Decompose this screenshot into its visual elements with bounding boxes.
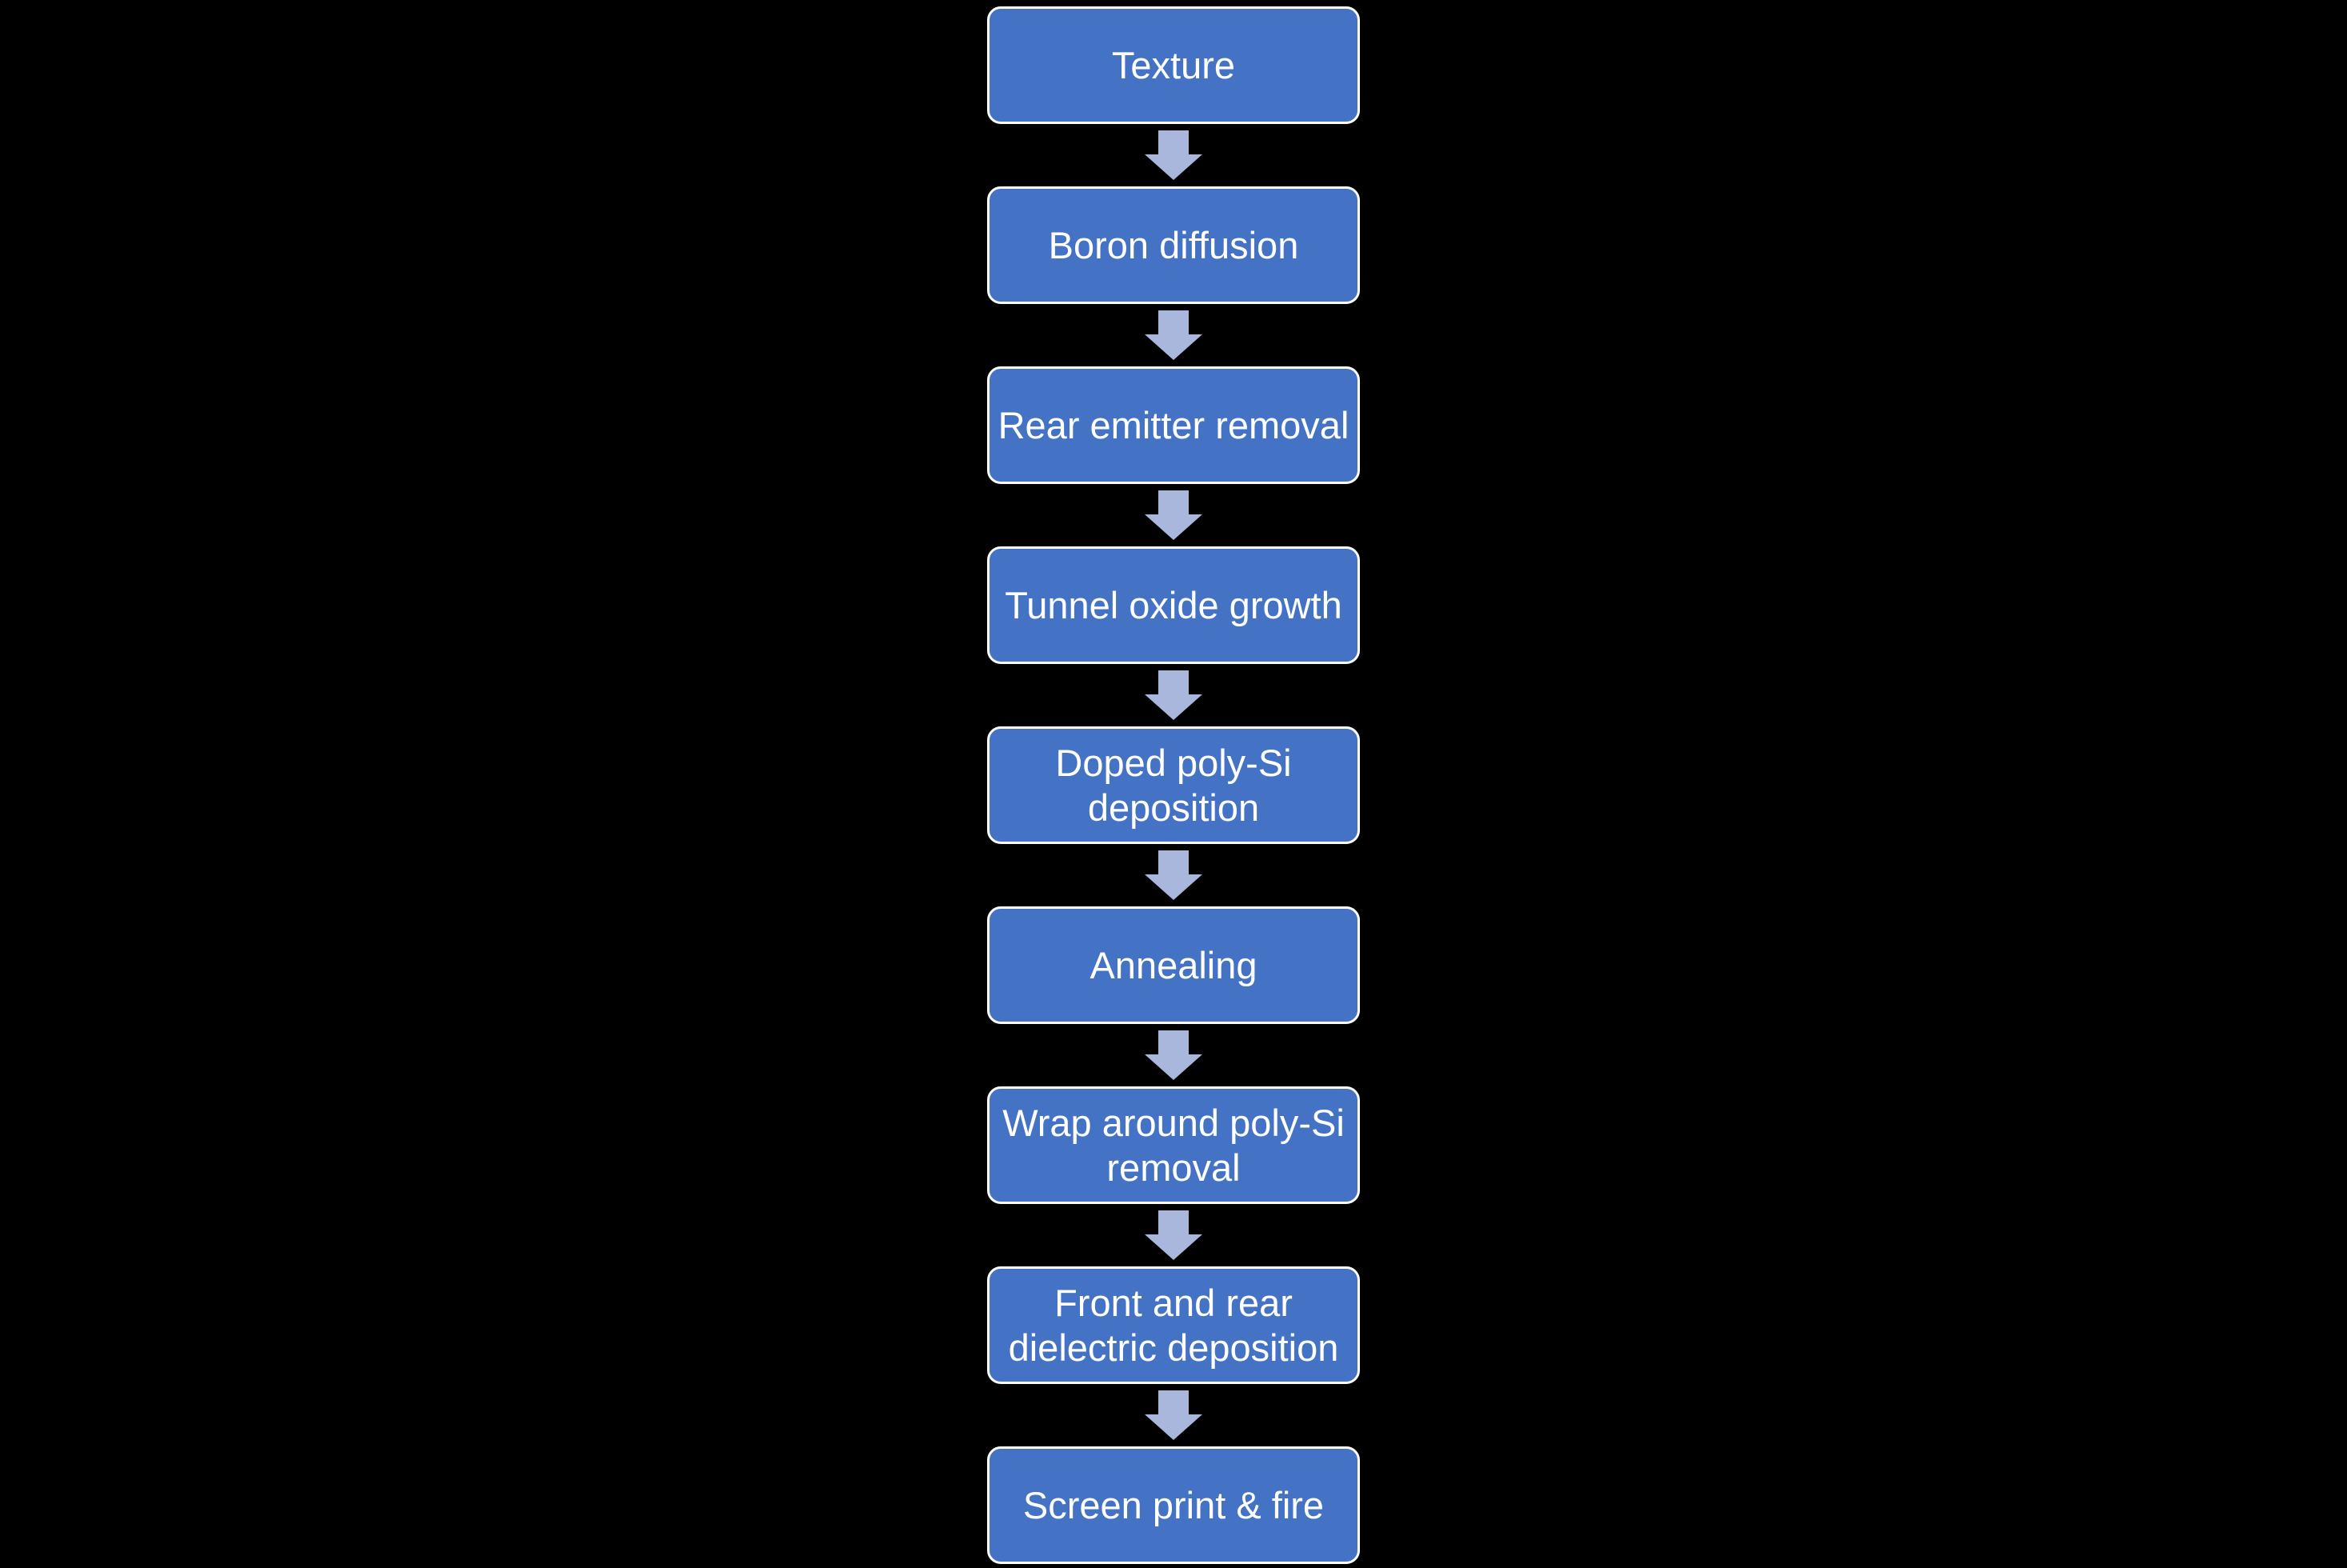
flow-step-label: Rear emitter removal <box>998 403 1349 446</box>
down-arrow-icon <box>1145 490 1202 540</box>
flow-connector <box>1145 1024 1202 1086</box>
flow-step-annealing: Annealing <box>987 906 1360 1024</box>
flow-connector <box>1145 664 1202 726</box>
down-arrow-icon <box>1145 670 1202 720</box>
flow-step-rear-emitter-removal: Rear emitter removal <box>987 366 1360 484</box>
flow-connector <box>1145 844 1202 906</box>
flow-step-label: Tunnel oxide growth <box>1005 583 1342 626</box>
flow-step-label: Doped poly-Si deposition <box>1055 742 1292 829</box>
flow-step-boron-diffusion: Boron diffusion <box>987 186 1360 304</box>
flow-step-wrap-around-poly-si-removal: Wrap around poly-Si removal <box>987 1086 1360 1204</box>
flow-connector <box>1145 124 1202 186</box>
process-flowchart: Texture Boron diffusion Rear emitter rem… <box>987 6 1360 1564</box>
flow-step-front-rear-dielectric-deposition: Front and rear dielectric deposition <box>987 1266 1360 1384</box>
down-arrow-icon <box>1145 130 1202 180</box>
flow-connector <box>1145 484 1202 546</box>
down-arrow-icon <box>1145 1030 1202 1080</box>
flow-step-tunnel-oxide-growth: Tunnel oxide growth <box>987 546 1360 664</box>
flow-step-doped-poly-si-deposition: Doped poly-Si deposition <box>987 726 1360 844</box>
flow-connector <box>1145 1384 1202 1446</box>
flow-step-texture: Texture <box>987 6 1360 124</box>
flow-connector <box>1145 1204 1202 1266</box>
flow-step-label: Boron diffusion <box>1048 223 1299 266</box>
down-arrow-icon <box>1145 850 1202 900</box>
down-arrow-icon <box>1145 1390 1202 1440</box>
flow-step-label: Front and rear dielectric deposition <box>1008 1282 1339 1369</box>
flow-connector <box>1145 304 1202 366</box>
down-arrow-icon <box>1145 310 1202 360</box>
flow-step-label: Texture <box>1111 43 1236 86</box>
flow-step-label: Annealing <box>1090 943 1257 986</box>
down-arrow-icon <box>1145 1210 1202 1260</box>
flow-step-screen-print-fire: Screen print & fire <box>987 1446 1360 1564</box>
flow-step-label: Wrap around poly-Si removal <box>1002 1102 1345 1189</box>
flow-step-label: Screen print & fire <box>1022 1483 1325 1526</box>
